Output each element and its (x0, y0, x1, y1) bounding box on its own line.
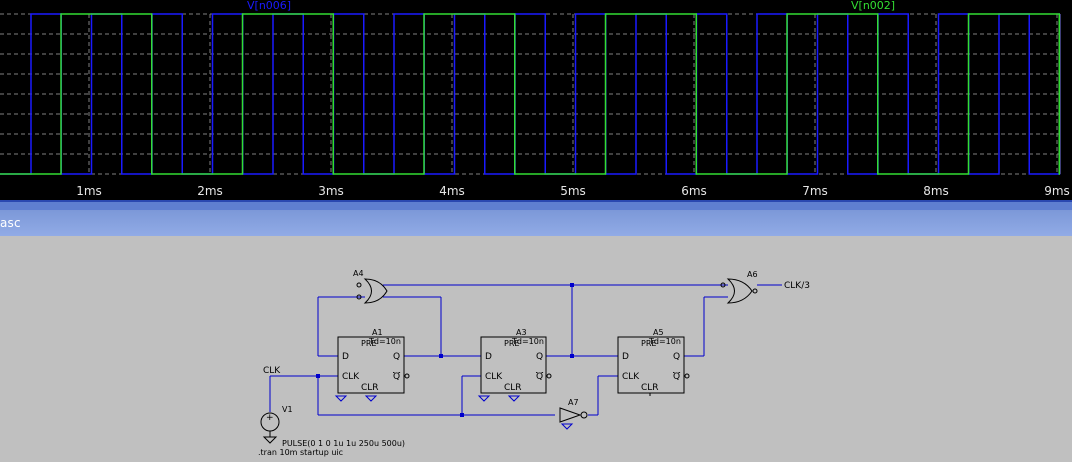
component-label-a7: A7 (568, 398, 579, 407)
plot-grid (0, 13, 1061, 175)
x-tick-label: 9ms (1044, 184, 1070, 198)
schematic-wires (269, 284, 782, 416)
waveform-viewer[interactable]: V[n006] V[n002] 1ms 2ms 3ms 4ms 5ms 6ms … (0, 0, 1072, 200)
flipflop-a5[interactable]: A5 PRE Td=10n D Q CLK Q CLR (617, 328, 690, 396)
pin-pre: PRE (641, 339, 656, 348)
x-tick-label: 8ms (923, 184, 949, 198)
v1-value[interactable]: PULSE(0 1 0 1u 1u 250u 500u) (282, 439, 405, 448)
pin-pre: PRE (361, 339, 376, 348)
pin-q: Q (673, 352, 680, 362)
pin-clk: CLK (485, 372, 503, 382)
param-td: Td=10n (511, 337, 544, 346)
pin-pre: PRE (504, 339, 519, 348)
component-label-v1: V1 (282, 405, 293, 414)
pin-clk: CLK (342, 372, 360, 382)
x-tick-label: 7ms (802, 184, 828, 198)
pin-q: Q (536, 352, 543, 362)
param-td: Td=10n (368, 337, 401, 346)
pin-qbar: Q (673, 372, 680, 382)
schematic-canvas[interactable]: A4 A6 CLK/3 A1 PRE Td=10n D Q CLK Q CLR (0, 236, 1072, 462)
trace-n006 (0, 13, 1061, 175)
component-label-a1: A1 (372, 328, 383, 337)
net-label-clk: CLK (263, 366, 281, 376)
component-label-a5: A5 (653, 328, 664, 337)
x-tick-label: 2ms (197, 184, 223, 198)
x-axis-ticks: 1ms 2ms 3ms 4ms 5ms 6ms 7ms 8ms 9ms (76, 184, 1070, 198)
x-tick-label: 3ms (318, 184, 344, 198)
gate-a6[interactable]: A6 CLK/3 (720, 270, 810, 304)
schematic-titlebar[interactable]: asc (0, 210, 1072, 236)
flipflop-a1[interactable]: A1 PRE Td=10n D Q CLK Q CLR (334, 328, 410, 402)
waveform-traces (0, 13, 1061, 175)
trace-n002 (0, 13, 1060, 175)
param-td: Td=10n (648, 337, 681, 346)
pin-d: D (342, 352, 349, 362)
x-tick-label: 4ms (439, 184, 465, 198)
pin-clk: CLK (622, 372, 640, 382)
component-label-a6: A6 (747, 270, 758, 279)
pin-qbar: Q (393, 372, 400, 382)
pin-clr: CLR (641, 383, 659, 393)
gate-a4[interactable]: A4 (353, 269, 388, 304)
x-tick-label: 5ms (560, 184, 586, 198)
pin-qbar: Q (536, 372, 543, 382)
component-label-a4: A4 (353, 269, 364, 278)
pin-clr: CLR (504, 383, 522, 393)
pin-d: D (485, 352, 492, 362)
pin-q: Q (393, 352, 400, 362)
voltage-source-v1[interactable]: + V1 PULSE(0 1 0 1u 1u 250u 500u) (260, 405, 405, 448)
wire-junctions (316, 283, 574, 417)
x-tick-label: 1ms (76, 184, 102, 198)
x-tick-label: 6ms (681, 184, 707, 198)
schematic-drawing[interactable]: A4 A6 CLK/3 A1 PRE Td=10n D Q CLK Q CLR (0, 236, 1072, 462)
pin-clr: CLR (361, 383, 379, 393)
trace-label-n002[interactable]: V[n002] (851, 0, 895, 12)
inverter-a7[interactable]: A7 (559, 398, 588, 430)
pane-splitter[interactable] (0, 200, 1072, 210)
v1-plus-sign: + (266, 413, 274, 423)
schematic-title: asc (0, 216, 21, 230)
waveform-plot[interactable]: V[n006] V[n002] 1ms 2ms 3ms 4ms 5ms 6ms … (0, 0, 1072, 200)
net-label-clk3: CLK/3 (784, 281, 810, 291)
component-label-a3: A3 (516, 328, 527, 337)
spice-directive[interactable]: .tran 10m startup uic (258, 448, 343, 457)
flipflop-a3[interactable]: A3 PRE Td=10n D Q CLK Q CLR (477, 328, 552, 402)
pin-d: D (622, 352, 629, 362)
trace-label-n006[interactable]: V[n006] (247, 0, 291, 12)
